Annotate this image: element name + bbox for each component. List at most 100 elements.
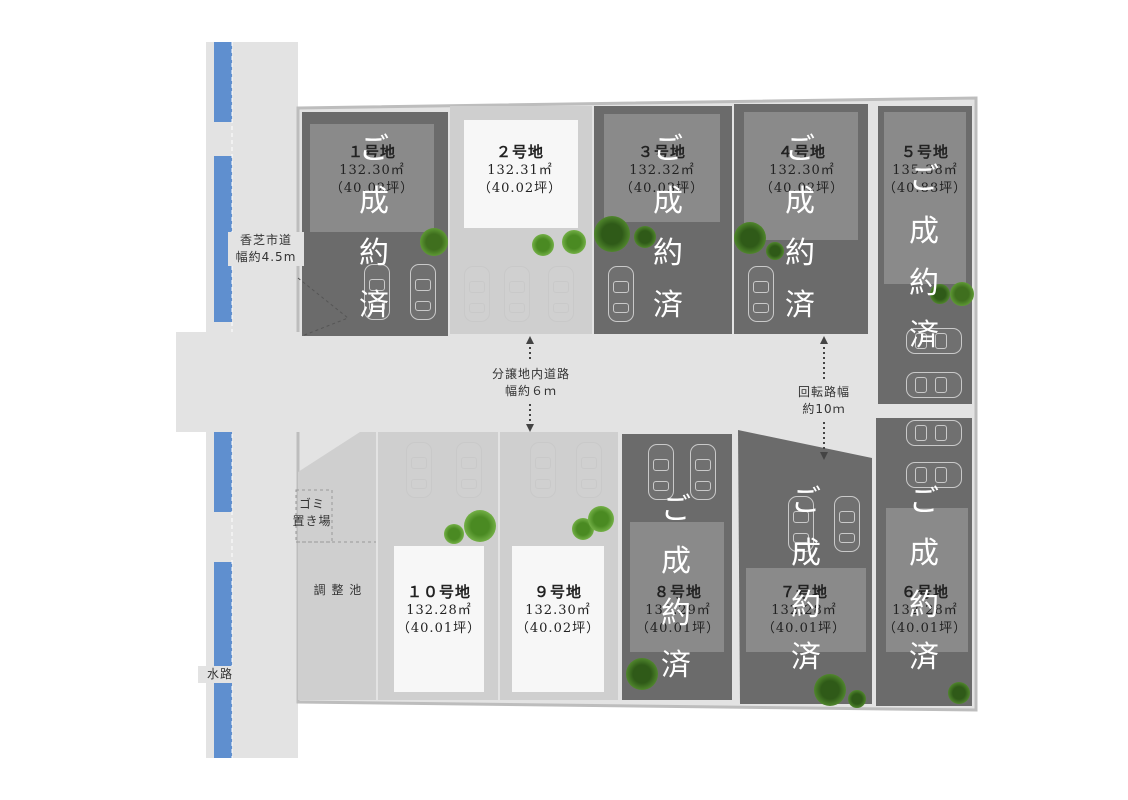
lot-number: ３号地: [637, 143, 686, 161]
lot-1-info: １号地 132.30㎡ （40.02坪）: [322, 142, 422, 197]
lot-2[interactable]: [450, 106, 592, 334]
parking-car: [456, 442, 482, 498]
lot-6-info: ６号地 132.28㎡ （40.01坪）: [880, 582, 970, 637]
lot-4-sold-label: ご成約済: [785, 132, 815, 323]
lot-area-tsubo: （40.01坪）: [396, 620, 482, 636]
lot-5-sold-label: ご成約済: [909, 162, 939, 353]
lot-area-tsubo: （40.03坪）: [619, 180, 705, 196]
garbage-label-line2: 置き場: [292, 514, 332, 528]
lot-area-sqm: 132.30㎡: [769, 163, 835, 179]
parking-car: [406, 442, 432, 498]
lot-3-info: ３号地 132.32㎡ （40.03坪）: [612, 142, 712, 197]
lot-number: ９号地: [533, 583, 582, 601]
lot-area-tsubo: （40.02坪）: [329, 180, 415, 196]
turn-area-label: 回転路幅 約10ｍ: [786, 384, 862, 418]
lot-area-tsubo: （40.88坪）: [882, 180, 968, 196]
inner-road-label: 分譲地内道路 幅約６ｍ: [476, 366, 586, 400]
parking-car: [530, 442, 556, 498]
inner-road: [176, 332, 876, 432]
parking-car: [906, 372, 962, 398]
lot-area-tsubo: （40.01坪）: [761, 620, 847, 636]
tree-icon: [634, 226, 656, 248]
lot-area-sqm: 132.31㎡: [487, 163, 553, 179]
tree-icon: [948, 682, 970, 704]
lot-9-info: ９号地 132.30㎡ （40.02坪）: [510, 582, 606, 637]
lot-4[interactable]: [734, 104, 868, 334]
tree-icon: [532, 234, 554, 256]
lot-5[interactable]: [878, 106, 972, 404]
tree-icon: [420, 228, 448, 256]
lot-area-sqm: 132.32㎡: [629, 163, 695, 179]
tree-icon: [562, 230, 586, 254]
lot-3-sold-label: ご成約済: [653, 132, 683, 323]
inner-road-name: 分譲地内道路: [491, 367, 570, 381]
lot-number: ５号地: [900, 143, 949, 161]
tree-icon: [588, 506, 614, 532]
lot-9[interactable]: [500, 432, 618, 700]
lot-area-tsubo: （40.02坪）: [515, 620, 601, 636]
turn-area-name: 回転路幅: [797, 385, 850, 399]
parking-car: [906, 462, 962, 488]
parking-car: [648, 444, 674, 500]
lot-area-sqm: 132.30㎡: [525, 603, 591, 619]
lot-number: ７号地: [779, 583, 828, 601]
lot-area-sqm: 135.38㎡: [892, 163, 958, 179]
lot-area-sqm: 132.30㎡: [339, 163, 405, 179]
lot-area-sqm: 132.28㎡: [771, 603, 837, 619]
tree-icon: [930, 284, 950, 304]
parking-car: [788, 496, 814, 552]
garbage-station: [295, 489, 333, 543]
tree-icon: [950, 282, 974, 306]
lot-area-sqm: 132.28㎡: [406, 603, 472, 619]
city-road-width: 幅約4.5m: [235, 250, 297, 264]
lot-number: １０号地: [406, 583, 471, 601]
turn-area-width: 約10ｍ: [802, 402, 846, 416]
lot-area-sqm: 132.29㎡: [645, 603, 711, 619]
lot-4-info: ４号地 132.30㎡ （40.02坪）: [752, 142, 852, 197]
lot-2-info: ２号地 132.31㎡ （40.02坪）: [470, 142, 570, 197]
parking-car: [576, 442, 602, 498]
tree-icon: [766, 242, 784, 260]
lot-area-tsubo: （40.01坪）: [882, 620, 968, 636]
lot-area-tsubo: （40.02坪）: [759, 180, 845, 196]
tree-icon: [814, 674, 846, 706]
lot-area-sqm: 132.28㎡: [892, 603, 958, 619]
lot-3[interactable]: [594, 106, 732, 334]
lot-7-info: ７号地 132.28㎡ （40.01坪）: [754, 582, 854, 637]
parking-car: [410, 264, 436, 320]
city-road-name: 香芝市道: [239, 233, 292, 247]
lot-10-info: １０号地 132.28㎡ （40.01坪）: [392, 582, 486, 637]
parking-car: [504, 266, 530, 322]
lot-number: ２号地: [495, 143, 544, 161]
parking-car: [906, 420, 962, 446]
lot-number: １号地: [347, 143, 396, 161]
lot-8-sold-label: ご成約済: [661, 492, 691, 683]
pond-label: 調 整 池: [313, 583, 363, 597]
lot-6-sold-label: ご成約済: [909, 484, 939, 675]
lot-10[interactable]: [378, 432, 498, 700]
parking-car: [364, 264, 390, 320]
lot-7-sold-label: ご成約済: [791, 484, 821, 675]
lot-8[interactable]: [622, 434, 732, 700]
parking-car: [464, 266, 490, 322]
waterway-label: 水路: [198, 666, 242, 683]
parking-car: [906, 328, 962, 354]
lot-1-sold-label: ご成約済: [359, 132, 389, 323]
lot-area-tsubo: （40.02坪）: [477, 180, 563, 196]
tree-icon: [594, 216, 630, 252]
tree-icon: [464, 510, 496, 542]
lot-area-tsubo: （40.01坪）: [635, 620, 721, 636]
tree-icon: [848, 690, 866, 708]
city-road-label: 香芝市道 幅約4.5m: [228, 232, 304, 266]
parking-car: [548, 266, 574, 322]
pond-area: [298, 432, 376, 700]
parking-car: [748, 266, 774, 322]
lot-number: ８号地: [653, 583, 702, 601]
tree-icon: [626, 658, 658, 690]
lot-number: ４号地: [777, 143, 826, 161]
lot-1[interactable]: [297, 112, 448, 337]
garbage-label: ゴミ 置き場: [272, 496, 352, 530]
parking-car: [608, 266, 634, 322]
lot-5-info: ５号地 135.38㎡ （40.88坪）: [880, 142, 970, 197]
